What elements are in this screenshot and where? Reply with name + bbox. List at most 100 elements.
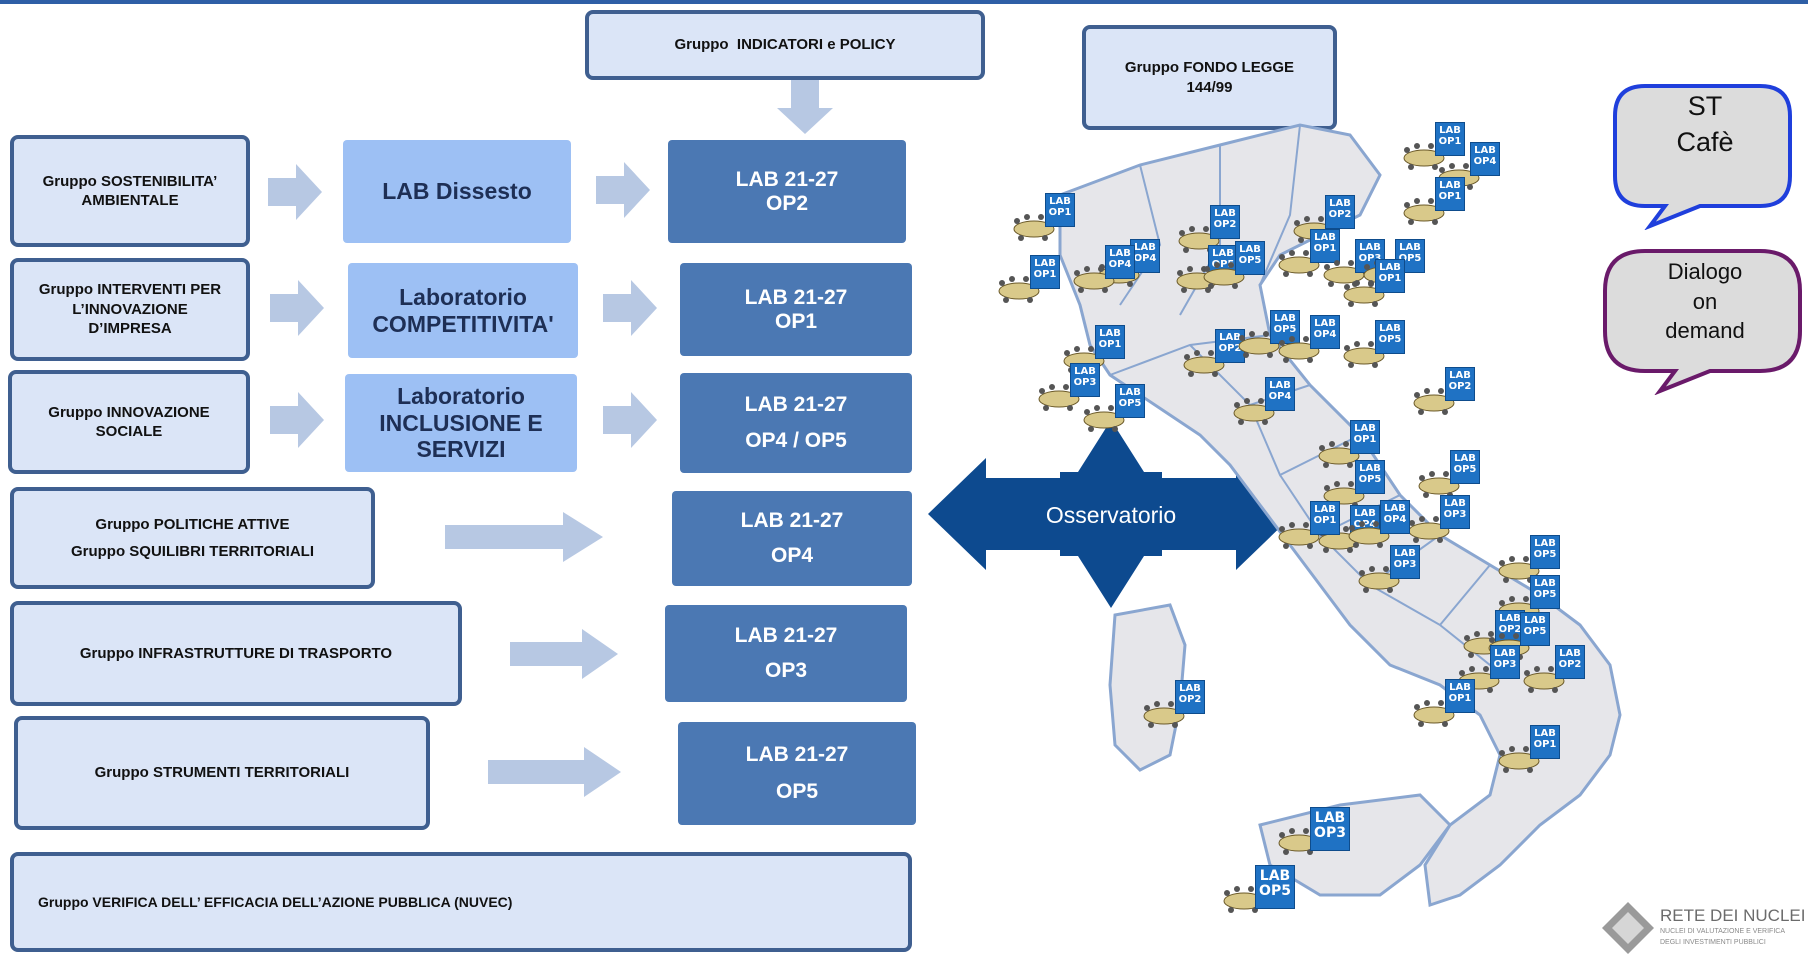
- dialogo-bubble: [1603, 249, 1802, 395]
- group-label-line: L’INNOVAZIONE: [72, 300, 188, 318]
- badge-lab-label: LAB: [1109, 248, 1131, 259]
- meeting-table-icon: [1278, 828, 1320, 855]
- badge-lab-label: LAB: [1379, 323, 1401, 334]
- badge-op-label: OP1: [1448, 692, 1472, 704]
- badge-op-label: OP1: [1313, 242, 1337, 254]
- group-nuvec: Gruppo VERIFICA DELL’ EFFICACIA DELL’AZI…: [10, 852, 912, 952]
- badge-lab-label: LAB: [1474, 145, 1496, 156]
- badge-op-label: OP5: [1238, 254, 1262, 266]
- op-box-op4-op5: LAB 21-27 OP4 / OP5: [680, 373, 912, 473]
- meeting-table-icon: [1523, 666, 1565, 693]
- badge-lab-label: LAB: [1074, 366, 1096, 377]
- badge-op-label: OP5: [1273, 323, 1297, 335]
- dialogo-text: Dialogo on demand: [1620, 257, 1790, 346]
- st-cafe-text: ST Cafè: [1625, 88, 1785, 161]
- lab-dissesto: LAB Dissesto: [343, 140, 571, 243]
- group-label-line: Gruppo INNOVAZIONE: [48, 403, 210, 421]
- rete-nuclei-logo-icon: [1602, 902, 1654, 954]
- group-innovazione-impresa: Gruppo INTERVENTI PER L’INNOVAZIONE D’IM…: [10, 258, 250, 361]
- badge-lab-label: LAB: [1359, 463, 1381, 474]
- badge-op-label: OP2: [1558, 658, 1582, 670]
- osservatorio-label: Osservatorio: [1045, 502, 1177, 528]
- group-infrastrutture-trasporto: Gruppo INFRASTRUTTURE DI TRASPORTO: [10, 601, 462, 706]
- badge-op-label: OP1: [1533, 738, 1557, 750]
- op-box-op2: LAB 21-27 OP2: [668, 140, 906, 243]
- badge-lab-label: LAB: [1394, 548, 1416, 559]
- group-label-line: Gruppo SQUILIBRI TERRITORIALI: [70, 543, 315, 560]
- st-cafe-line: Cafè: [1676, 127, 1734, 158]
- group-label-line: D’IMPRESA: [88, 320, 172, 338]
- right-arrow: [445, 512, 603, 562]
- badge-op-label: OP4: [1108, 258, 1132, 270]
- badge-op-label: OP5: [1453, 463, 1477, 475]
- badge-op-label: OP3: [1314, 824, 1346, 841]
- badge-lab-label: LAB: [1314, 504, 1336, 515]
- badge-lab-label: LAB: [1399, 242, 1421, 253]
- badge-op-label: OP5: [1378, 333, 1402, 345]
- meeting-table-icon: [1413, 700, 1455, 727]
- group-politiche-squilibri: Gruppo POLITICHE ATTIVE Gruppo SQUILIBRI…: [10, 487, 375, 589]
- badge-op-label: OP2: [1218, 342, 1242, 354]
- badge-lab-label: LAB: [1559, 648, 1581, 659]
- badge-op-label: OP3: [1393, 558, 1417, 570]
- badge-lab-label: LAB: [1259, 868, 1291, 884]
- badge-lab-label: LAB: [1439, 125, 1461, 136]
- badge-lab-label: LAB: [1134, 242, 1156, 253]
- op-box-op5: LAB 21-27 OP5: [678, 722, 916, 825]
- badge-lab-label: LAB: [1524, 615, 1546, 626]
- st-cafe-bubble: [1613, 84, 1792, 230]
- op-title: LAB 21-27: [745, 743, 849, 766]
- meeting-table-icon: [1348, 521, 1390, 548]
- badge-lab-label: LAB: [1384, 503, 1406, 514]
- op-title: LAB 21-27: [744, 285, 848, 309]
- badge-op-label: OP1: [1048, 206, 1072, 218]
- badge-lab-label: LAB: [1534, 728, 1556, 739]
- logo-title: RETE DEI NUCLEI: [1660, 906, 1806, 925]
- op-title: LAB 21-27: [734, 624, 838, 647]
- op-box-op4: LAB 21-27 OP4: [672, 491, 912, 586]
- meeting-table-icon: [1278, 250, 1320, 277]
- group-label-line: Gruppo STRUMENTI TERRITORIALI: [94, 764, 350, 782]
- op-code: OP4 / OP5: [745, 429, 847, 452]
- badge-lab-label: LAB: [1449, 370, 1471, 381]
- badge-op-label: OP1: [1313, 514, 1337, 526]
- badge-lab-label: LAB: [1049, 196, 1071, 207]
- badge-lab-label: LAB: [1439, 180, 1461, 191]
- badge-lab-label: LAB: [1034, 258, 1056, 269]
- badge-lab-label: LAB: [1314, 232, 1336, 243]
- meeting-table-icon: [1343, 280, 1385, 307]
- badge-lab-label: LAB: [1499, 613, 1521, 624]
- group-sostenibilita: Gruppo SOSTENIBILITA’ AMBIENTALE: [10, 135, 250, 247]
- badge-lab-label: LAB: [1314, 318, 1336, 329]
- badge-op-label: OP3: [1443, 508, 1467, 520]
- badge-op-label: OP2: [1213, 218, 1237, 230]
- group-label-line: SOCIALE: [95, 423, 163, 440]
- right-arrow: [268, 164, 322, 220]
- group-label-line: Gruppo INFRASTRUTTURE DI TRASPORTO: [79, 644, 393, 662]
- badge-op-label: OP5: [1118, 397, 1142, 409]
- group-label-line: Gruppo INTERVENTI PER: [38, 281, 222, 299]
- dialogo-line: demand: [1665, 318, 1745, 344]
- badge-op-label: OP1: [1378, 272, 1402, 284]
- badge-op-label: OP4: [1313, 328, 1337, 340]
- meeting-table-icon: [1203, 262, 1245, 289]
- badge-lab-label: LAB: [1274, 313, 1296, 324]
